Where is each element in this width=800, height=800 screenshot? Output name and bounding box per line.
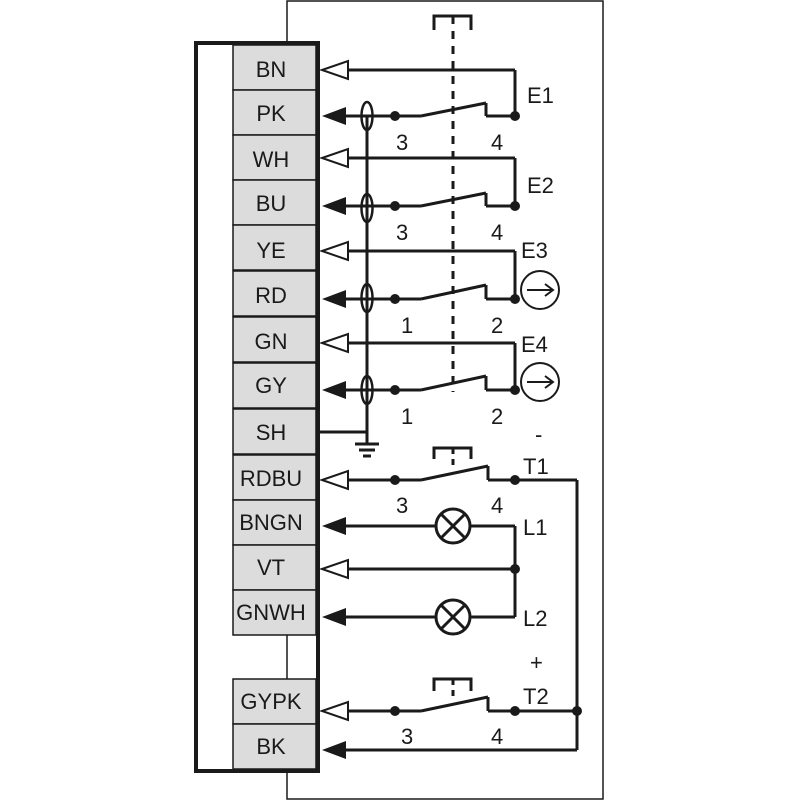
polarity-t2: + [530,650,543,675]
lamp-icon-l2 [434,598,472,636]
terminal-e2-right: 4 [491,220,503,245]
terminal-e1-left: 3 [396,130,408,155]
pin-cell-wh [232,134,317,181]
contact-name-t2: T2 [523,684,549,709]
arrow-out-bu [322,197,346,215]
terminal-e4-right: 2 [491,404,503,429]
lamp-icon-l1 [434,507,472,545]
terminal-t1-left: 3 [396,493,408,518]
terminal-t2-left: 3 [401,724,413,749]
pin-cell-bu [232,179,317,226]
arrow-out-gnwh [322,608,346,626]
shield-ring-bu [360,192,374,224]
terminal-e3-left: 1 [401,313,413,338]
arrow-in-gn [318,332,349,354]
cable-shield [318,100,379,458]
lamp-name-l2: L2 [523,606,547,631]
pin-label-wh: WH [253,147,290,172]
switch-blade-e3 [420,283,487,301]
contact-name-e4: E4 [521,332,548,357]
pin-label-gy: GY [255,373,287,398]
terminal-t2-right: 4 [491,724,503,749]
pin-cell-bn [232,44,317,91]
pin-cell-sh [232,408,317,455]
arrow-out-bngn [322,517,346,535]
arrow-out-rd [322,290,346,308]
arrow-in-rdbu [318,469,349,491]
pin-label-gypk: GYPK [240,689,301,714]
pin-label-gn: GN [255,329,288,354]
pin-cell-bk [232,723,317,770]
arrow-in-ye [318,240,349,262]
lamp-circuit: L1 L2 [318,507,547,636]
pin-cell-gnwh [232,589,317,636]
polarity-t1: - [535,422,542,447]
pin-cell-bngn [232,499,317,546]
pin-label-gnwh: GNWH [236,600,306,625]
pin-cell-gy [232,362,317,409]
pin-label-rd: RD [255,283,287,308]
switch-blade-e2 [420,191,487,208]
connector-body [194,41,320,773]
pin-label-bn: BN [256,57,287,82]
terminal-e2-left: 3 [396,220,408,245]
pin-label-sh: SH [256,420,287,445]
pin-label-bu: BU [256,191,287,216]
arrow-in-vt [318,558,349,580]
terminal-e3-right: 2 [491,313,503,338]
pin-cell-vt [232,544,317,591]
arrow-out-pk [322,107,346,125]
terminal-t1-right: 4 [491,493,503,518]
pin-label-vt: VT [257,555,285,580]
arrow-out-gy [322,381,346,399]
contact-name-t1: T1 [523,454,549,479]
switch-blade-t2 [420,695,489,713]
terminal-e1-right: 4 [491,130,503,155]
arrow-out-bk [322,741,346,759]
arrow-in-bn [318,59,349,81]
switch-blade-t1 [420,464,489,482]
pin-label-bk: BK [256,734,286,759]
arrow-in-gypk [318,700,349,722]
contact-name-e2: E2 [527,173,554,198]
pin-cell-ye [232,224,317,271]
terminal-e4-left: 1 [401,404,413,429]
lamp-name-l1: L1 [523,515,547,540]
arrow-in-wh [318,147,349,169]
pin-cell-gn [232,316,317,363]
contact-e3: E3 1 2 [318,238,560,338]
pushbutton-t1: - T1 3 4 [318,422,577,518]
contact-e2: E2 3 4 [318,147,554,245]
pin-labels: BN PK WH BU YE RD GN GY SH RDBU BNGN VT … [236,57,306,759]
pin-label-pk: PK [256,101,286,126]
pin-cell-rd [232,270,317,317]
pin-label-ye: YE [256,238,285,263]
ground-icon [355,432,379,458]
pin-cells [232,44,317,770]
pin-label-bngn: BNGN [239,510,303,535]
switch-blade-e4 [420,374,487,392]
pushbutton-t2: + T2 3 4 [318,480,582,759]
contact-e1: E1 3 4 [318,59,554,155]
pin-label-rdbu: RDBU [240,466,302,491]
actuator-plunger [432,14,473,392]
switch-blade-e1 [420,101,487,118]
contact-name-e1: E1 [527,83,554,108]
pin-cell-gypk [232,678,317,725]
direction-arrow-icon-e4 [520,362,560,402]
direction-arrow-icon-e3 [520,270,560,310]
contact-e4: E4 1 2 [318,332,560,429]
contact-name-e3: E3 [521,238,548,263]
